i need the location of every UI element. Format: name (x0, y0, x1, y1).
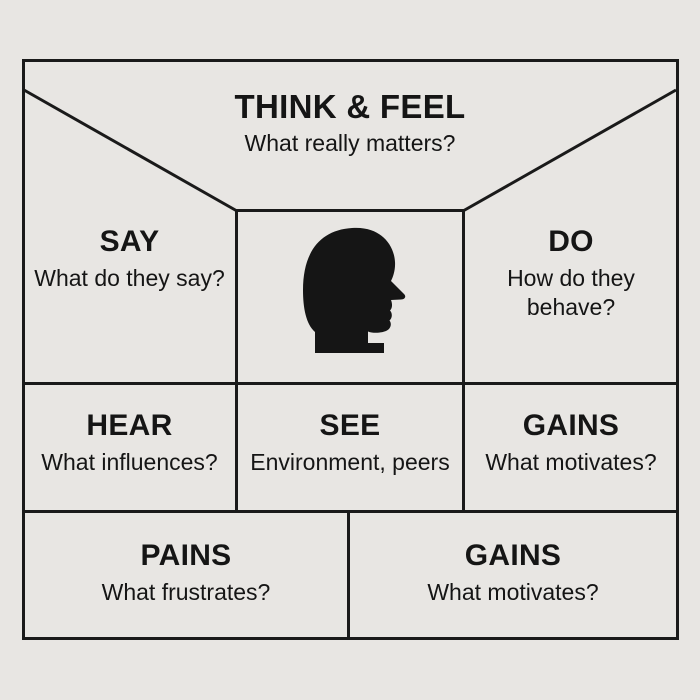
right-diagonal-line (462, 88, 677, 213)
gains-middle-subtitle: What motivates? (485, 449, 657, 475)
section-say: SAY What do they say? (25, 227, 234, 293)
gains-middle-title: GAINS (522, 409, 620, 442)
outer-frame (22, 59, 679, 640)
gains-bottom-subtitle: What motivates? (427, 579, 599, 605)
section-see: SEE Environment, peers (238, 411, 462, 477)
see-title: SEE (319, 409, 381, 442)
head-profile-icon (303, 227, 406, 353)
section-pains: PAINS What frustrates? (25, 541, 347, 607)
section-gains-bottom: GAINS What motivates? (350, 541, 676, 607)
hear-subtitle: What influences? (41, 449, 218, 475)
pains-subtitle: What frustrates? (101, 579, 271, 605)
see-subtitle: Environment, peers (250, 449, 450, 475)
section-do: DO How do they behave? (466, 227, 676, 322)
do-title: DO (548, 225, 594, 258)
say-title: SAY (99, 225, 160, 258)
section-hear: HEAR What influences? (25, 411, 234, 477)
say-subtitle: What do they say? (34, 265, 225, 291)
think-and-feel-subtitle: What really matters? (244, 130, 456, 156)
section-gains-middle: GAINS What motivates? (466, 411, 676, 477)
left-diagonal-line (23, 88, 238, 213)
section-think-and-feel: THINK & FEEL What really matters? (100, 90, 600, 158)
hear-title: HEAR (86, 409, 173, 442)
do-subtitle: How do they behave? (507, 265, 635, 320)
think-and-feel-title: THINK & FEEL (234, 88, 466, 125)
gains-bottom-title: GAINS (464, 539, 562, 572)
pains-title: PAINS (140, 539, 232, 572)
